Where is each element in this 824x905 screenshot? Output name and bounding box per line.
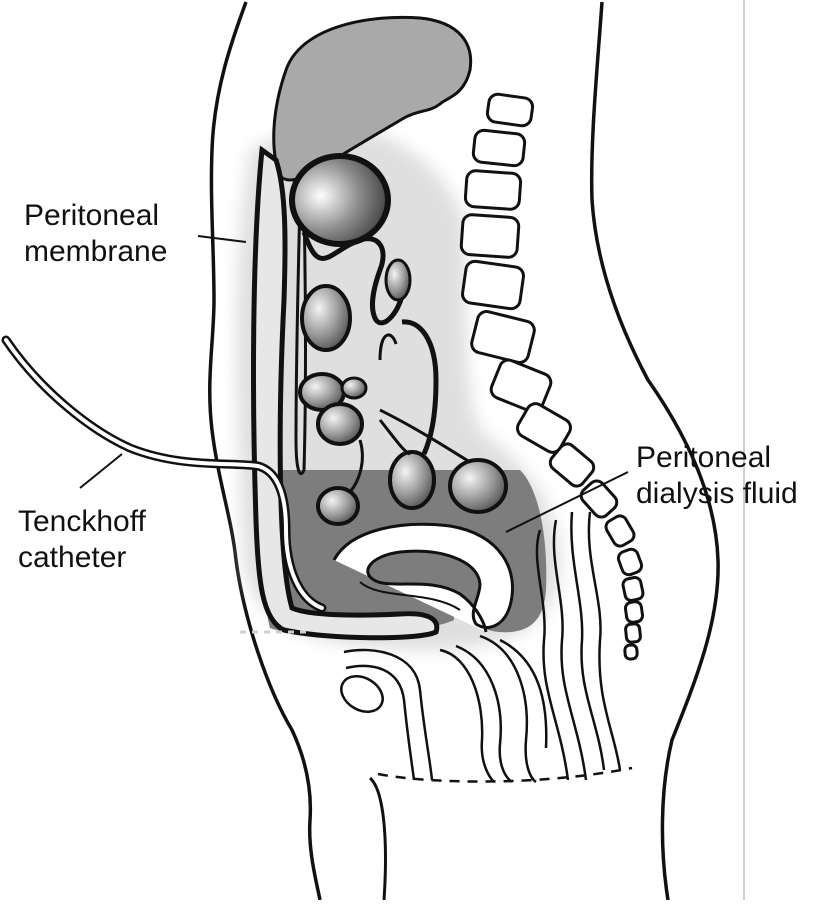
intestine-loop <box>390 452 434 508</box>
intestine-loop <box>342 378 366 398</box>
intestine-loop <box>318 488 358 524</box>
intestine-loop <box>302 286 350 350</box>
membrane-leader-line <box>198 236 246 242</box>
label-line: Tenckhoff <box>18 504 146 540</box>
thigh-line <box>370 778 385 900</box>
intestine-loop <box>386 260 410 300</box>
peritoneal-dialysis-fluid-label: Peritoneal dialysis fluid <box>636 440 798 512</box>
stomach <box>292 156 388 244</box>
label-line: membrane <box>24 234 167 270</box>
label-line: Peritoneal <box>24 198 167 234</box>
intestine-loop <box>318 404 362 444</box>
catheter-leader-line <box>80 454 122 488</box>
tenckhoff-catheter-label: Tenckhoff catheter <box>18 504 146 576</box>
label-line: dialysis fluid <box>636 476 798 512</box>
pubic-bone <box>335 669 389 719</box>
intestine-loop <box>450 460 506 512</box>
label-line: Peritoneal <box>636 440 798 476</box>
peritoneal-membrane-label: Peritoneal membrane <box>24 198 167 270</box>
label-line: catheter <box>18 540 146 576</box>
